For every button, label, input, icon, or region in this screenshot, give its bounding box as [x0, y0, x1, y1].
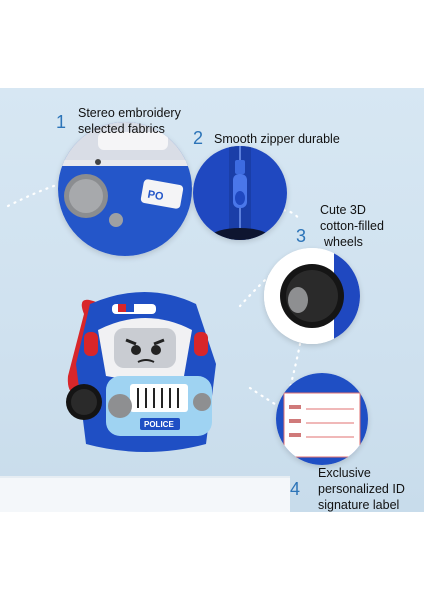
feature-1-line-1: Stereo embroidery	[78, 106, 181, 120]
feature-4-line-3: signature label	[318, 498, 400, 512]
zipper-closeup	[193, 146, 287, 240]
feature-4-line-2: personalized ID	[318, 482, 405, 496]
feature-1-text: Stereo embroidery selected fabrics	[78, 105, 181, 137]
display-shelf	[0, 478, 290, 512]
feature-4-text: Exclusive personalized ID signature labe…	[318, 465, 405, 512]
embroidery-closeup: PO	[58, 122, 192, 256]
bag-police-label: POLICE	[144, 420, 174, 429]
feature-1-number: 1	[56, 112, 67, 132]
feature-1-line-2: selected fabrics	[78, 122, 165, 136]
embroidery-label: PO	[147, 189, 165, 204]
product-showcase: PO	[0, 88, 424, 512]
feature-3-line-2: cotton-filled	[320, 219, 384, 233]
feature-4-number: 4	[290, 479, 301, 499]
feature-3-line-1: Cute 3D	[320, 203, 366, 217]
id-label-closeup	[276, 373, 368, 465]
feature-3-line-3: wheels	[324, 235, 363, 249]
police-car-backpack: POLICE	[66, 292, 216, 452]
feature-3-text: Cute 3D cotton-filled wheels	[320, 202, 384, 250]
feature-3-number: 3	[296, 226, 307, 246]
feature-2-text: Smooth zipper durable	[214, 132, 340, 146]
feature-4-line-1: Exclusive	[318, 466, 371, 480]
wheel-closeup	[264, 248, 360, 344]
feature-2-number: 2	[193, 128, 204, 148]
